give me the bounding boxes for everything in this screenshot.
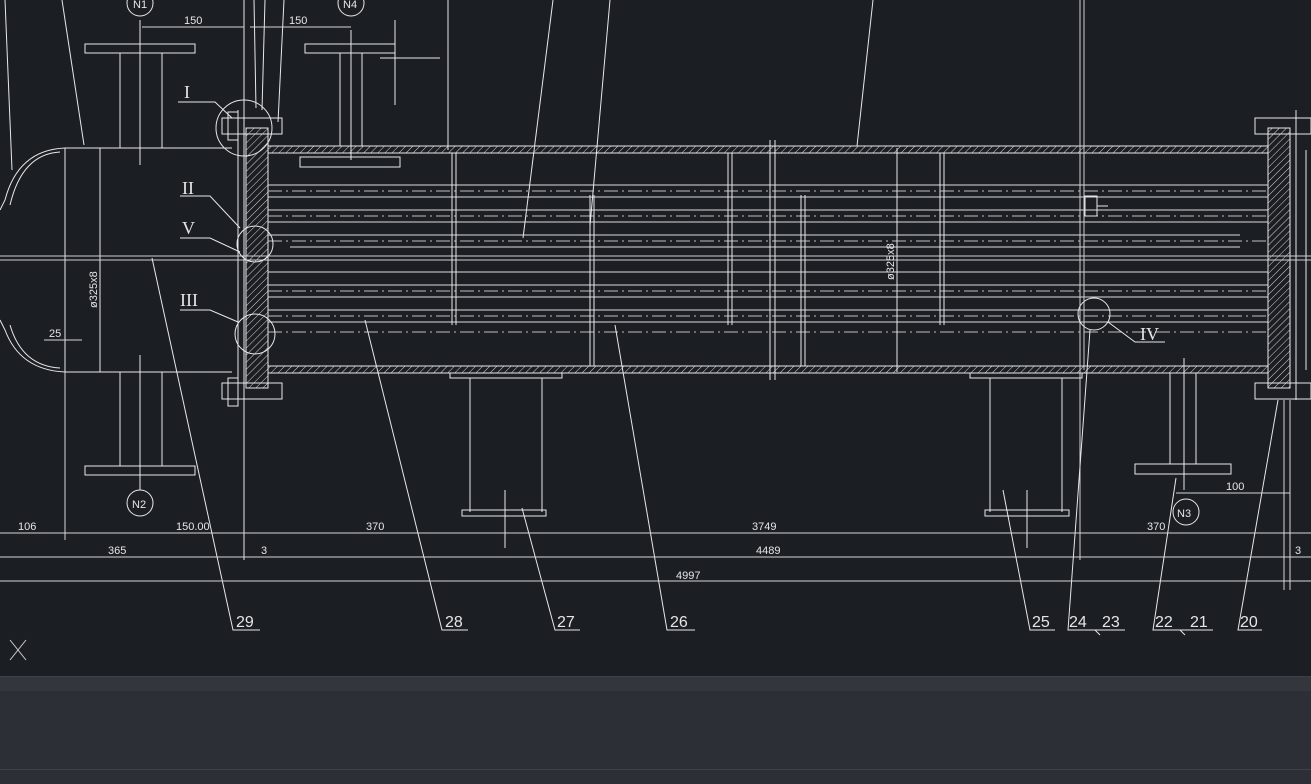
left-head-curve-bottom bbox=[0, 319, 66, 373]
drawing-canvas[interactable]: ø325x8 ø325x8 N1 N4 N2 N3 I II V III IV … bbox=[0, 0, 1311, 676]
part-21: 21 bbox=[1190, 614, 1208, 631]
part-29: 29 bbox=[236, 614, 254, 631]
dim-25: 25 bbox=[49, 328, 61, 340]
nozzle-n2-label: N2 bbox=[132, 499, 146, 511]
diameter-label-right: ø325x8 bbox=[885, 243, 897, 280]
detail-label-iv: IV bbox=[1140, 324, 1159, 344]
detail-label-iii: III bbox=[180, 290, 198, 310]
dim-3749: 3749 bbox=[752, 521, 776, 533]
cad-drawing: ø325x8 ø325x8 N1 N4 N2 N3 I II V III IV … bbox=[0, 0, 1311, 661]
dim-100: 100 bbox=[1226, 481, 1244, 493]
dim-4489: 4489 bbox=[756, 545, 780, 557]
part-23: 23 bbox=[1102, 614, 1120, 631]
left-head-curve bbox=[0, 147, 66, 211]
part-26: 26 bbox=[670, 614, 688, 631]
shell-bottom-wall bbox=[267, 365, 1269, 374]
part-22: 22 bbox=[1155, 614, 1173, 631]
dim-150-00: 150.00 bbox=[176, 521, 210, 533]
dim-370-b: 370 bbox=[1147, 521, 1165, 533]
shell-top-wall bbox=[267, 145, 1269, 154]
command-area[interactable] bbox=[0, 676, 1311, 784]
nozzle-n1-label: N1 bbox=[133, 0, 147, 11]
dim-3-a: 3 bbox=[261, 545, 267, 557]
detail-label-i: I bbox=[184, 82, 190, 102]
detail-label-ii: II bbox=[182, 178, 194, 198]
left-tubesheet bbox=[245, 127, 269, 389]
dim-3-b: 3 bbox=[1295, 545, 1301, 557]
part-28: 28 bbox=[445, 614, 463, 631]
dim-365: 365 bbox=[108, 545, 126, 557]
dim-106: 106 bbox=[18, 521, 36, 533]
part-24: 24 bbox=[1069, 614, 1087, 631]
detail-label-v: V bbox=[182, 218, 195, 238]
dim-150-b: 150 bbox=[289, 15, 307, 27]
nozzle-n4-label: N4 bbox=[343, 0, 357, 11]
diameter-label-left: ø325x8 bbox=[88, 271, 100, 308]
command-area-edge bbox=[0, 676, 1311, 691]
nozzle-n3-label: N3 bbox=[1177, 508, 1191, 520]
dim-150-a: 150 bbox=[184, 15, 202, 27]
part-20: 20 bbox=[1240, 614, 1258, 631]
part-27: 27 bbox=[557, 614, 575, 631]
right-tubesheet bbox=[1267, 127, 1291, 389]
dim-4997: 4997 bbox=[676, 570, 700, 582]
dim-370-a: 370 bbox=[366, 521, 384, 533]
part-25: 25 bbox=[1032, 614, 1050, 631]
command-area-divider bbox=[0, 769, 1311, 770]
